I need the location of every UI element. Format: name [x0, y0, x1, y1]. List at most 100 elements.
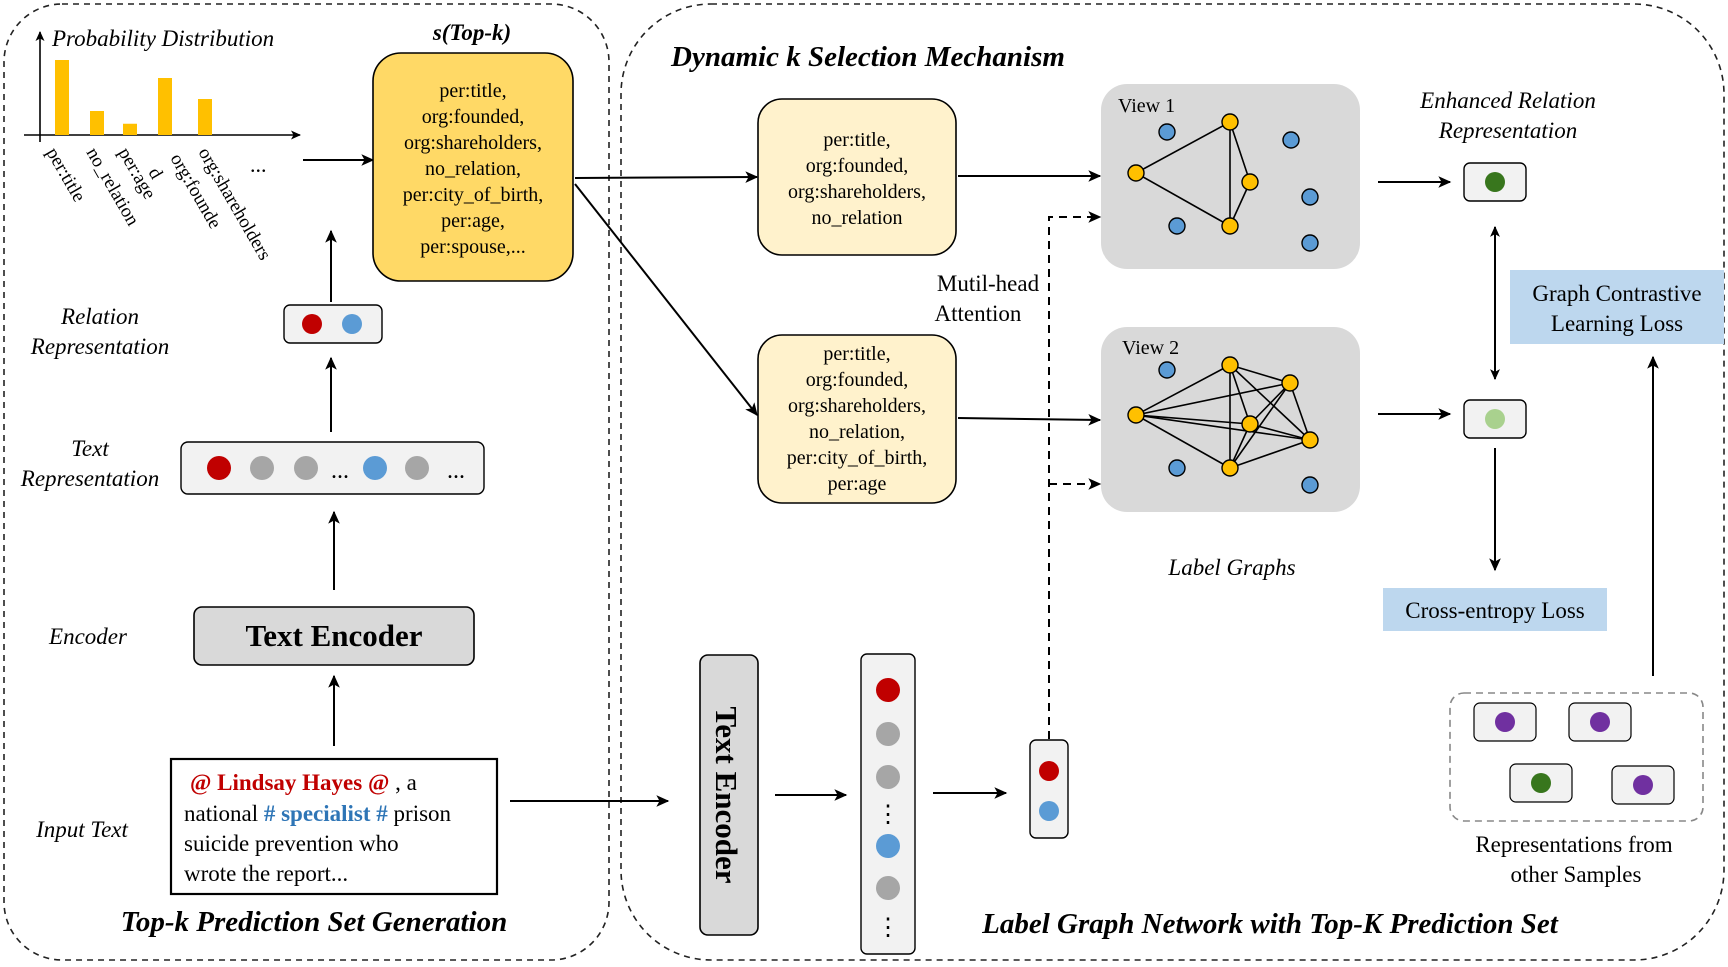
- view2-edge-3: [1135, 414, 1311, 441]
- view1-node-blue-4: [1301, 234, 1319, 252]
- view1-node-blue-2: [1301, 188, 1319, 206]
- set1-line-1: org:founded,: [806, 155, 908, 177]
- input-line-4: wrote the report...: [184, 861, 348, 886]
- entity-head: @ Lindsay Hayes @: [190, 770, 389, 796]
- ce-loss-label: Cross-entropy Loss: [1405, 598, 1585, 623]
- view1-graph: [1127, 113, 1319, 252]
- arrow-set2-to-view2: [957, 413, 1102, 426]
- encoder-label: Encoder: [48, 624, 128, 649]
- right-panel-bottom-title: Label Graph Network with Top-K Predictio…: [981, 908, 1559, 940]
- enhanced-label-1: Enhanced Relation: [1419, 88, 1596, 113]
- view1-node-blue-0: [1158, 123, 1176, 141]
- input-line-1: @ Lindsay Hayes @ , a: [190, 770, 417, 796]
- view2-edge-9: [1249, 382, 1291, 425]
- dashed-arrow-to-view1: [1048, 211, 1102, 739]
- arrow-topk-to-set2: [574, 183, 758, 417]
- ce-loss-box: [1383, 588, 1607, 631]
- view1-edge-1: [1135, 172, 1231, 227]
- gcl-loss-box: [1510, 270, 1724, 344]
- set2-line-0: per:title,: [823, 343, 890, 365]
- prediction-set-1-text: per:title,org:founded,org:shareholders,n…: [788, 129, 926, 229]
- topk-set-text: per:title,org:founded,org:shareholders,n…: [403, 80, 544, 258]
- set2-line-1: org:founded,: [806, 369, 908, 391]
- text-encoder-box-right: [699, 654, 759, 936]
- text-rep-ellipsis-2: ...: [447, 458, 465, 484]
- view2-edge-11: [1229, 382, 1291, 469]
- column-ellipsis-2: ⋮: [876, 915, 900, 941]
- view1-node-blue-3: [1168, 217, 1186, 235]
- topk-line-0: per:title,: [439, 80, 506, 102]
- right-panel-frame: [620, 3, 1725, 961]
- prob-bar-2: [123, 123, 137, 135]
- column-dot-blue: [876, 834, 900, 858]
- left-panel-title: Top-k Prediction Set Generation: [121, 906, 507, 938]
- view2-label: View 2: [1122, 337, 1179, 359]
- prob-tick-3: d: [144, 164, 167, 183]
- text-rep-dot-blue: [363, 456, 387, 480]
- gcl-loss-label-2: Learning Loss: [1551, 311, 1683, 336]
- sample-dot-2: [1590, 712, 1610, 732]
- relation-rep-box: [283, 304, 383, 344]
- view2-node-yellow-5: [1221, 459, 1239, 477]
- view2-node-yellow-1: [1221, 356, 1239, 374]
- sample-dot-4: [1633, 775, 1653, 795]
- text-rep-label-2: Representation: [20, 466, 159, 491]
- relation-rep-dot-blue: [342, 314, 362, 334]
- column-ellipsis-1: ⋮: [876, 802, 900, 828]
- attention-label-1: Mutil-head: [937, 271, 1040, 296]
- set2-line-2: org:shareholders,: [788, 395, 926, 417]
- topk-line-4: per:city_of_birth,: [403, 184, 544, 206]
- gcl-loss-label-1: Graph Contrastive: [1532, 281, 1701, 306]
- prob-ellipsis: ...: [250, 152, 267, 177]
- right-panel-title: Dynamic k Selection Mechanism: [670, 41, 1065, 73]
- other-samples-label-2: other Samples: [1511, 862, 1642, 887]
- text-rep-dot-gray-2: [294, 456, 318, 480]
- token-column-box: [860, 653, 916, 955]
- set1-line-3: no_relation: [811, 207, 902, 229]
- pair-rep-box: [1029, 739, 1069, 839]
- view1-edge-2: [1229, 121, 1251, 183]
- sample-dot-1: [1495, 712, 1515, 732]
- input-label: Input Text: [35, 817, 128, 842]
- text-rep-label-1: Text: [71, 436, 109, 461]
- column-dot-gray-1: [876, 722, 900, 746]
- input-line-3: suicide prevention who: [184, 831, 399, 856]
- left-panel-frame: [3, 3, 610, 961]
- prob-bar-1: [90, 111, 104, 135]
- view2-node-yellow-4: [1301, 431, 1319, 449]
- text-rep-box: [180, 441, 485, 495]
- prob-bar-4: [198, 99, 212, 135]
- text-encoder-label-left: Text Encoder: [245, 618, 422, 653]
- pair-dot-red: [1039, 761, 1059, 781]
- relation-rep-dot-red: [302, 314, 322, 334]
- input-text-box: [169, 757, 499, 896]
- view1-node-yellow-2: [1241, 173, 1259, 191]
- other-samples-frame: [1449, 692, 1704, 822]
- view2-edge-12: [1249, 423, 1311, 441]
- prob-dist-label: Probability Distribution: [51, 26, 274, 51]
- input-line-2: national # specialist # prison: [184, 801, 452, 826]
- enhanced-rep-view2-dot: [1485, 409, 1505, 429]
- view1-node-yellow-1: [1221, 113, 1239, 131]
- input-line-2-pre: national: [184, 801, 264, 826]
- pair-dot-blue: [1039, 801, 1059, 821]
- view2-edge-5: [1229, 364, 1291, 384]
- set2-line-4: per:city_of_birth,: [787, 447, 928, 469]
- label-graphs-caption: Label Graphs: [1167, 555, 1295, 580]
- view1-node-yellow-3: [1221, 217, 1239, 235]
- relation-rep-label-2: Representation: [30, 334, 169, 359]
- other-samples-label-1: Representations from: [1475, 832, 1672, 857]
- view2-node-blue-0: [1158, 361, 1176, 379]
- view2-node-yellow-2: [1281, 374, 1299, 392]
- prediction-set-2-text: per:title,org:founded,org:shareholders,n…: [787, 343, 928, 495]
- prediction-set-2-box: [757, 334, 957, 504]
- view1-edge-0: [1135, 121, 1231, 174]
- view2-edge-6: [1229, 364, 1251, 425]
- view2-edge-10: [1289, 382, 1311, 441]
- attention-label-2: Attention: [935, 301, 1022, 326]
- view2-edge-0: [1135, 364, 1231, 416]
- topk-line-3: no_relation,: [425, 158, 521, 180]
- topk-line-5: per:age,: [441, 210, 505, 232]
- column-dot-red: [876, 678, 900, 702]
